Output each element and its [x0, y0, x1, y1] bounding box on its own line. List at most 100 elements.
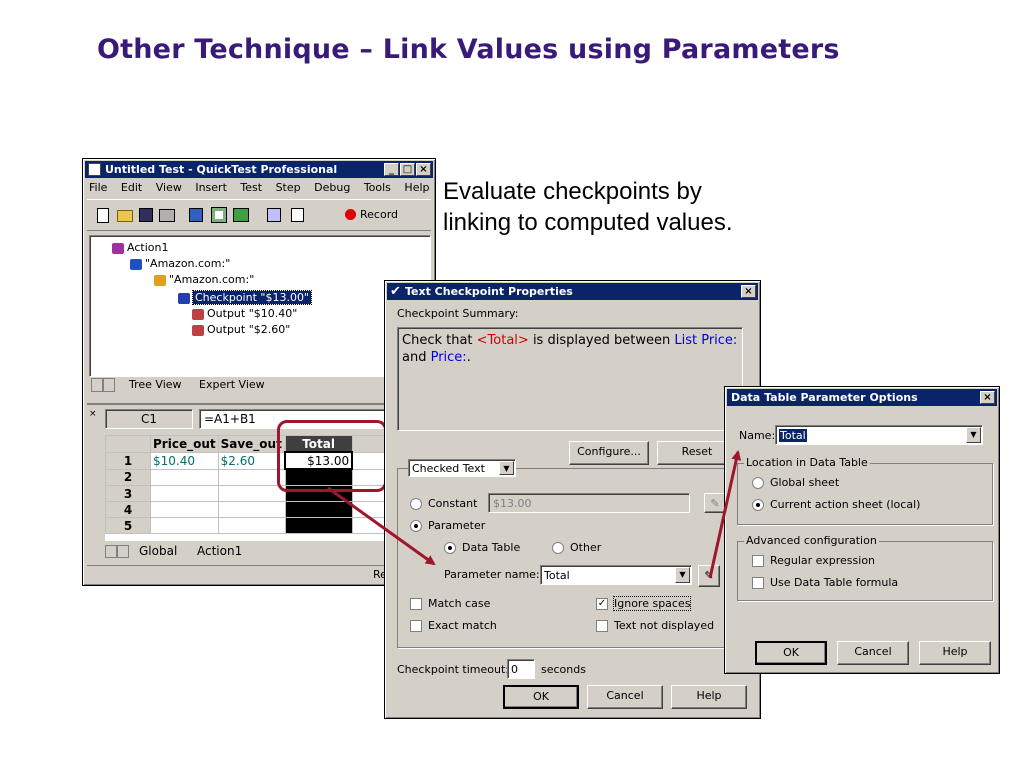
timeout-input[interactable]: 0	[507, 659, 535, 679]
active-screen-icon[interactable]	[233, 208, 249, 222]
ok-button[interactable]: OK	[755, 641, 827, 665]
menu-tools[interactable]: Tools	[363, 181, 391, 194]
sheet-tab-action1[interactable]: Action1	[197, 544, 243, 558]
checked-text-select[interactable]: Checked Text ▼	[408, 459, 516, 477]
checkpoint-dialog: ✔ Text Checkpoint Properties × Checkpoin…	[384, 280, 761, 719]
sheet-tab-global[interactable]: Global	[139, 544, 178, 558]
save-icon[interactable]	[139, 208, 153, 222]
regex-checkbox[interactable]: Regular expression	[752, 554, 875, 567]
radio-icon	[444, 542, 456, 554]
new-icon[interactable]	[97, 208, 109, 223]
name-select[interactable]: Total ▼	[775, 425, 983, 445]
close-icon[interactable]: ×	[980, 391, 995, 404]
current-sheet-radio[interactable]: Current action sheet (local)	[752, 498, 920, 511]
chevron-down-icon[interactable]: ▼	[675, 567, 690, 583]
radio-icon	[752, 477, 764, 489]
constant-value-field[interactable]: $13.00	[488, 493, 690, 513]
radio-icon	[410, 498, 422, 510]
maximize-icon[interactable]: □	[400, 163, 415, 176]
cell-save-out[interactable]: $2.60	[217, 451, 286, 470]
results-icon[interactable]	[291, 208, 304, 222]
sheet-scroll-left-icon[interactable]	[105, 545, 117, 558]
scroll-right-icon[interactable]	[103, 378, 115, 392]
exact-match-checkbox[interactable]: Exact match	[410, 619, 497, 632]
edit-icon: ✎	[710, 497, 720, 510]
pane-close-icon[interactable]: ×	[89, 409, 97, 419]
menu-debug[interactable]: Debug	[314, 181, 351, 194]
parameter-dialog-title: Data Table Parameter Options	[731, 391, 918, 404]
sheet-scroll-right-icon[interactable]	[117, 545, 129, 558]
cancel-button[interactable]: Cancel	[837, 641, 909, 665]
tab-expert-view[interactable]: Expert View	[199, 378, 265, 391]
configure-button[interactable]: Configure...	[569, 441, 649, 465]
parameter-options-button[interactable]: ✎	[698, 565, 720, 587]
test-tree: Action1 "Amazon.com:" "Amazon.com:" Chec…	[89, 235, 431, 377]
print-icon[interactable]	[159, 209, 175, 222]
output-icon	[192, 308, 204, 320]
match-case-checkbox[interactable]: Match case	[410, 597, 490, 610]
menu-test[interactable]: Test	[240, 181, 263, 194]
scroll-left-icon[interactable]	[91, 378, 103, 392]
menu-edit[interactable]: Edit	[120, 181, 143, 194]
record-button[interactable]: Record	[343, 206, 425, 224]
sheet-tabs: Global Action1	[105, 543, 429, 559]
other-radio[interactable]: Other	[552, 541, 601, 554]
help-button[interactable]: Help	[671, 685, 747, 709]
tree-node-checkpoint[interactable]: Checkpoint "$13.00"	[178, 290, 312, 305]
record-label: Record	[360, 208, 399, 221]
menu-bar: File Edit View Insert Test Step Debug To…	[89, 181, 440, 194]
status-text: Re	[373, 568, 387, 581]
tab-tree-view[interactable]: Tree View	[129, 378, 182, 391]
radio-icon	[752, 499, 764, 511]
location-label: Location in Data Table	[744, 456, 870, 469]
summary-link-price[interactable]: Price:	[430, 350, 467, 365]
ok-button[interactable]: OK	[503, 685, 579, 709]
column-header-price-out[interactable]: Price_out	[150, 435, 219, 453]
column-header-total[interactable]: Total	[284, 435, 353, 453]
summary-box: Check that <Total> is displayed between …	[397, 327, 743, 431]
minimize-icon[interactable]: _	[384, 163, 399, 176]
formula-bar[interactable]: =A1+B1	[199, 409, 433, 429]
debug-viewer-icon[interactable]	[267, 208, 281, 222]
menu-file[interactable]: File	[89, 181, 108, 194]
slide-caption: Evaluate checkpoints by linking to compu…	[443, 178, 733, 236]
tree-node-output-1[interactable]: Output "$10.40"	[192, 307, 297, 320]
help-button[interactable]: Help	[919, 641, 991, 665]
close-icon[interactable]: ×	[741, 285, 756, 298]
qtp-title: Untitled Test - QuickTest Professional	[105, 163, 338, 176]
parameter-name-select[interactable]: Total ▼	[540, 565, 692, 585]
chevron-down-icon[interactable]: ▼	[499, 461, 514, 475]
checkbox-icon	[410, 620, 422, 632]
global-sheet-radio[interactable]: Global sheet	[752, 476, 839, 489]
object-repository-icon[interactable]	[189, 208, 203, 222]
text-not-displayed-checkbox[interactable]: Text not displayed	[596, 619, 714, 632]
data-table-radio[interactable]: Data Table	[444, 541, 520, 554]
tree-node-page[interactable]: "Amazon.com:"	[154, 273, 254, 286]
cell-name-box[interactable]: C1	[105, 409, 193, 429]
tree-node-browser[interactable]: "Amazon.com:"	[130, 257, 230, 270]
edit-constant-button[interactable]: ✎	[704, 493, 726, 513]
menu-insert[interactable]: Insert	[195, 181, 227, 194]
action-icon	[112, 242, 124, 254]
menu-view[interactable]: View	[155, 181, 182, 194]
menu-help[interactable]: Help	[404, 181, 430, 194]
cell-price-out[interactable]: $10.40	[150, 451, 219, 470]
parameter-radio[interactable]: Parameter	[410, 519, 485, 532]
cell-total[interactable]: $13.00	[284, 451, 354, 470]
tree-node-output-2[interactable]: Output "$2.60"	[192, 323, 290, 336]
ignore-spaces-checkbox[interactable]: ✓Ignore spaces	[596, 596, 692, 611]
menu-step[interactable]: Step	[275, 181, 301, 194]
cell-total[interactable]	[284, 517, 353, 534]
cancel-button[interactable]: Cancel	[587, 685, 663, 709]
summary-link-total[interactable]: <Total>	[476, 333, 529, 348]
chevron-down-icon[interactable]: ▼	[966, 427, 981, 443]
open-icon[interactable]	[117, 210, 133, 222]
data-table-icon[interactable]	[211, 207, 227, 223]
summary-link-list-price[interactable]: List Price:	[674, 333, 738, 348]
close-icon[interactable]: ×	[416, 163, 431, 176]
formula-checkbox[interactable]: Use Data Table formula	[752, 576, 898, 589]
constant-radio[interactable]: Constant	[410, 497, 477, 510]
column-header-save-out[interactable]: Save_out	[217, 435, 286, 453]
cell-total[interactable]	[284, 501, 353, 518]
tree-node-action[interactable]: Action1	[112, 241, 168, 254]
